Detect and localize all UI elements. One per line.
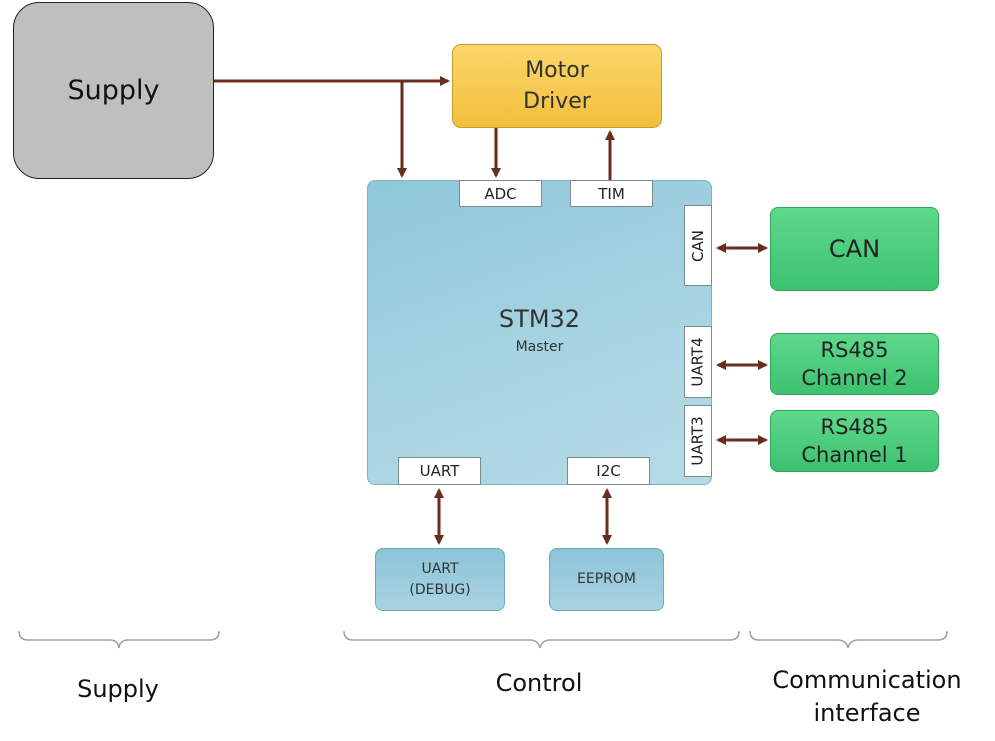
tim-port: TIM [570,180,653,207]
can-port: CAN [684,205,712,286]
rs485-channel1-line2: Channel 1 [801,443,908,467]
adc-port: ADC [459,180,542,207]
rs485-channel1-line1: RS485 [820,415,889,439]
motor-driver-label-line1: Motor [525,58,589,83]
section-label-control: Control [495,669,583,697]
rs485-channel2-block: RS485 Channel 2 [770,333,939,395]
uart4-port: UART4 [684,326,712,398]
adc-port-label: ADC [484,184,517,203]
tim-port-label: TIM [598,184,625,203]
can-block: CAN [770,207,939,291]
uart3-port: UART3 [684,405,712,477]
uart-port: UART [398,457,481,485]
rs485-channel1-block: RS485 Channel 1 [770,410,939,472]
supply-section-brace [18,630,220,649]
section-label-supply: Supply [77,675,159,703]
i2c-port-label: I2C [596,462,621,480]
section-label-communication-line1: Communication [772,666,962,694]
communication-section-brace [749,630,948,649]
motor-driver-label-line2: Driver [523,89,591,114]
uart-debug-line2: (DEBUG) [409,581,471,598]
can-block-label: CAN [828,235,881,263]
supply-block-label: Supply [67,75,160,106]
eeprom-block-label: EEPROM [577,571,636,587]
stm32-title: STM32 [498,305,581,333]
i2c-port: I2C [567,457,650,485]
rs485-channel2-line1: RS485 [820,338,889,362]
uart-debug-line1: UART [421,560,459,577]
uart-port-label: UART [419,462,460,480]
section-label-communication: Communication interface [752,664,982,730]
uart-debug-block: UART (DEBUG) [375,548,505,611]
section-label-communication-line2: interface [813,699,921,727]
control-section-brace [343,630,740,649]
eeprom-block: EEPROM [549,548,664,611]
stm32-subtitle: Master [515,339,564,355]
supply-block: Supply [13,2,214,179]
rs485-channel2-line2: Channel 2 [801,366,908,390]
stm32-block [367,180,712,485]
motor-driver-block: Motor Driver [452,44,662,128]
